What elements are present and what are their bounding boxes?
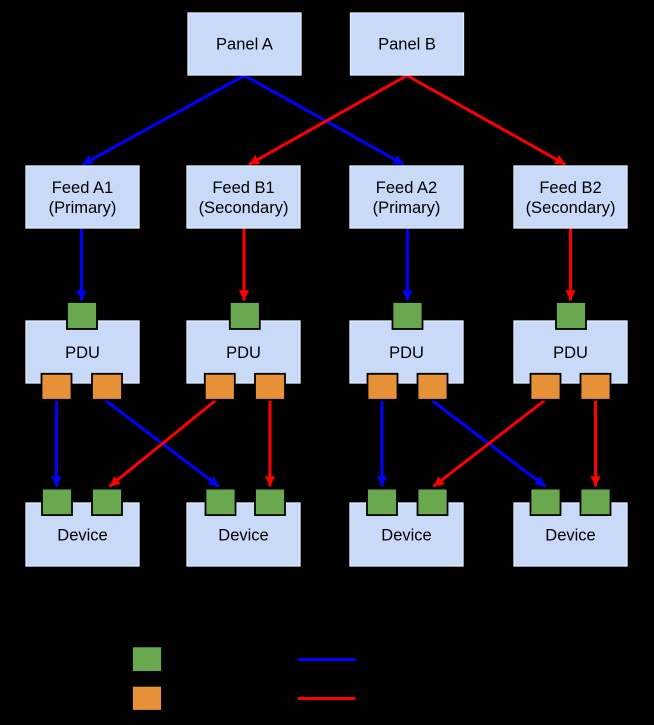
svg-text:(Secondary): (Secondary) [199, 199, 289, 217]
svg-text:Feed A1: Feed A1 [52, 179, 113, 197]
svg-text:PDU: PDU [226, 344, 261, 362]
svg-text:PDU: PDU [389, 344, 424, 362]
svg-text:(Primary): (Primary) [373, 199, 441, 217]
svg-text:Feed B2: Feed B2 [539, 179, 601, 197]
svg-text:PDU: PDU [65, 344, 100, 362]
svg-text:Device: Device [545, 526, 595, 544]
svg-text:Device: Device [57, 526, 107, 544]
svg-text:Panel B: Panel B [378, 36, 436, 54]
svg-text:Device: Device [218, 526, 268, 544]
svg-text:Device: Device [381, 526, 431, 544]
svg-text:Feed A2: Feed A2 [376, 179, 437, 197]
svg-text:(Secondary): (Secondary) [526, 199, 616, 217]
svg-text:PDU: PDU [553, 344, 588, 362]
svg-text:Feed B1: Feed B1 [212, 179, 274, 197]
svg-text:(Primary): (Primary) [49, 199, 117, 217]
svg-text:Panel A: Panel A [216, 36, 273, 54]
